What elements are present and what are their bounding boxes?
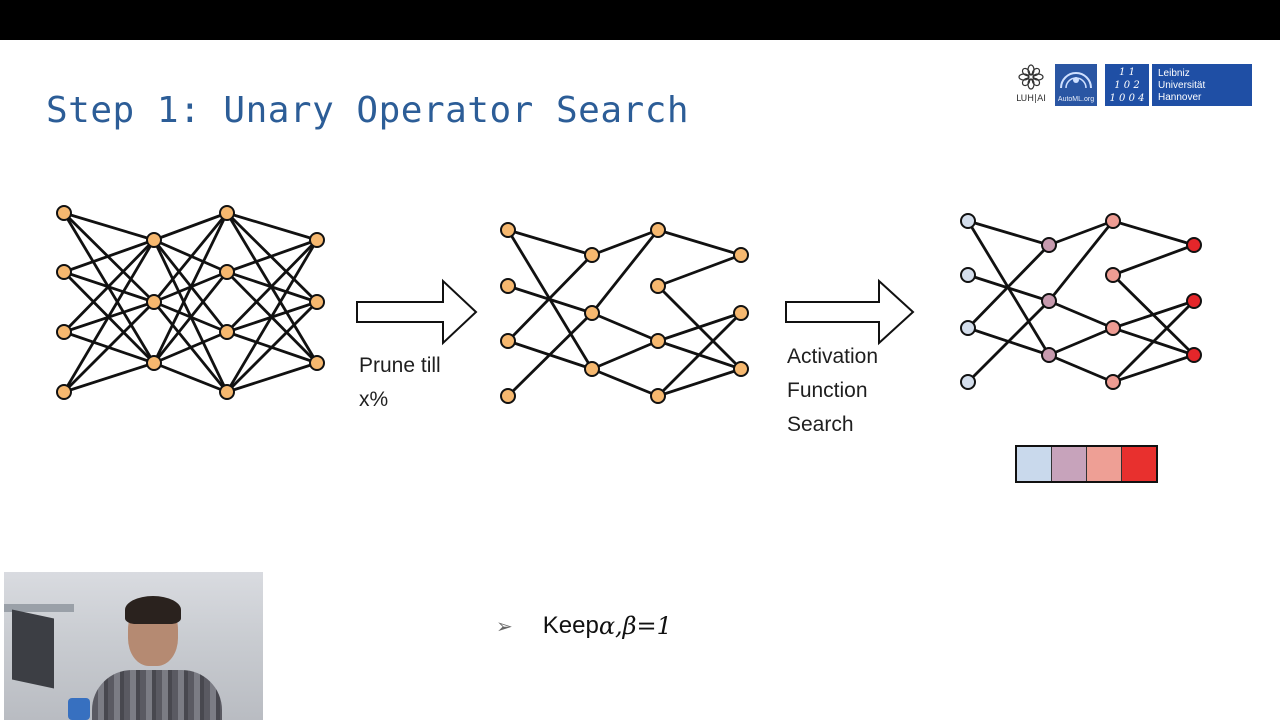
network-node bbox=[1105, 320, 1121, 336]
network-node bbox=[219, 264, 235, 280]
network-node bbox=[960, 267, 976, 283]
flower-icon bbox=[1018, 64, 1044, 90]
palette-cell bbox=[1017, 447, 1052, 481]
network-node bbox=[960, 374, 976, 390]
automl-logo-text: AutoML.org bbox=[1057, 96, 1095, 103]
network-node bbox=[500, 278, 516, 294]
full-network bbox=[62, 211, 319, 394]
network-node bbox=[56, 324, 72, 340]
hollow-right-arrow-icon bbox=[356, 278, 478, 346]
pruned-network bbox=[506, 228, 742, 398]
presenter-body bbox=[92, 670, 222, 720]
network-node bbox=[960, 213, 976, 229]
network-node bbox=[500, 333, 516, 349]
leibniz-name-logo: Leibniz Universität Hannover bbox=[1152, 64, 1252, 106]
slide-title: Step 1: Unary Operator Search bbox=[46, 90, 690, 131]
network-node bbox=[56, 384, 72, 400]
luhai-logo: LUH|AI bbox=[1014, 63, 1048, 107]
logo-group: LUH|AI AutoML.org 1 1 1 0 2 1 0 0 4 Leib… bbox=[1014, 63, 1254, 107]
network-node bbox=[219, 324, 235, 340]
network-node bbox=[1105, 374, 1121, 390]
network-node bbox=[56, 205, 72, 221]
network-node bbox=[584, 247, 600, 263]
webcam-background-shelf bbox=[4, 604, 74, 612]
network-node bbox=[56, 264, 72, 280]
activation-network bbox=[966, 219, 1195, 384]
prune-label-line: Prune till bbox=[359, 354, 441, 377]
activation-label-line: Search bbox=[787, 413, 854, 436]
network-node bbox=[219, 205, 235, 221]
network-node bbox=[219, 384, 235, 400]
network-node bbox=[1186, 237, 1202, 253]
network-node bbox=[960, 320, 976, 336]
network-node bbox=[309, 232, 325, 248]
leibniz-digits-row: 1 0 2 bbox=[1114, 80, 1140, 91]
bullet-math: α,β=1 bbox=[598, 612, 672, 640]
webcam-background-window bbox=[12, 609, 54, 689]
network-node bbox=[1186, 293, 1202, 309]
network-node bbox=[733, 247, 749, 263]
bullet-point: ➢ Keep α,β=1 bbox=[496, 612, 672, 640]
leibniz-digits-row: 1 0 0 4 bbox=[1109, 93, 1145, 104]
activation-network-nodes bbox=[960, 213, 1202, 390]
automl-emblem-icon bbox=[1060, 72, 1092, 89]
network-node bbox=[1105, 267, 1121, 283]
leibniz-digits-logo: 1 1 1 0 2 1 0 0 4 bbox=[1105, 64, 1149, 106]
activation-color-palette bbox=[1015, 445, 1158, 483]
network-node bbox=[309, 294, 325, 310]
palette-cell bbox=[1087, 447, 1122, 481]
network-node bbox=[650, 278, 666, 294]
bullet-text: Keep bbox=[542, 612, 599, 639]
activation-label-line: Activation bbox=[787, 345, 879, 368]
presenter-webcam bbox=[4, 572, 263, 720]
palette-cell bbox=[1122, 447, 1156, 481]
network-node bbox=[146, 232, 162, 248]
hollow-right-arrow-icon bbox=[785, 278, 915, 346]
network-node bbox=[584, 361, 600, 377]
network-node bbox=[146, 294, 162, 310]
network-node bbox=[1041, 347, 1057, 363]
network-node bbox=[500, 388, 516, 404]
network-node bbox=[650, 222, 666, 238]
network-node bbox=[1105, 213, 1121, 229]
arrowhead-bullet-icon: ➢ bbox=[496, 615, 513, 638]
prune-label: Prune till x% bbox=[359, 349, 441, 417]
luhai-logo-text: LUH|AI bbox=[1016, 94, 1046, 104]
full-network-nodes bbox=[56, 205, 325, 400]
leibniz-name-line: Universität bbox=[1158, 80, 1206, 91]
prune-label-line: x% bbox=[359, 388, 389, 411]
leibniz-digits-row: 1 1 bbox=[1119, 67, 1135, 78]
video-top-bar bbox=[0, 0, 1280, 40]
pruned-network-nodes bbox=[500, 222, 749, 404]
activation-label-line: Function bbox=[787, 379, 868, 402]
palette-cell bbox=[1052, 447, 1087, 481]
network-node bbox=[584, 305, 600, 321]
network-node bbox=[500, 222, 516, 238]
presenter-hair bbox=[125, 596, 181, 624]
activation-search-label: Activation Function Search bbox=[787, 340, 878, 442]
automl-logo: AutoML.org bbox=[1055, 64, 1097, 106]
network-node bbox=[733, 361, 749, 377]
leibniz-name-line: Leibniz bbox=[1158, 68, 1190, 79]
network-node bbox=[650, 333, 666, 349]
network-node bbox=[650, 388, 666, 404]
webcam-background-object bbox=[68, 698, 90, 720]
network-node bbox=[146, 355, 162, 371]
leibniz-name-line: Hannover bbox=[1158, 92, 1202, 103]
network-node bbox=[1186, 347, 1202, 363]
network-node bbox=[1041, 237, 1057, 253]
network-node bbox=[1041, 293, 1057, 309]
network-node bbox=[309, 355, 325, 371]
network-node bbox=[733, 305, 749, 321]
